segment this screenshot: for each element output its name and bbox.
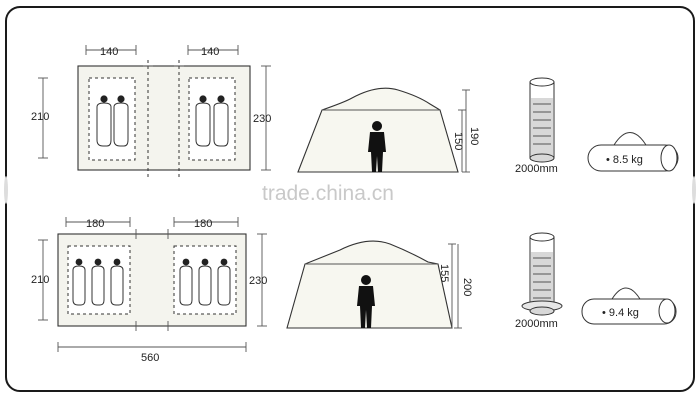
tent-1-depth-left: 210: [31, 111, 49, 123]
tent-1-water-column-icon: [529, 77, 555, 163]
tent-2-sleeper: [91, 258, 105, 306]
tent-2-side-view: [286, 240, 453, 329]
tent-2-depth-right: 230: [249, 275, 267, 287]
tent-2-weight: • 9.4 kg: [602, 307, 639, 319]
tent-2-room-width-left: 180: [86, 218, 104, 230]
tent-1-sleeper: [195, 95, 211, 147]
tent-2-carry-bag-icon: [581, 287, 677, 325]
tent-2-sleeper: [217, 258, 231, 306]
tent-1-sleeper: [96, 95, 112, 147]
tent-1-room-width-left: 140: [100, 46, 118, 58]
tent-2-water-column-icon: [521, 232, 563, 316]
tent-1-elevation: 150 190: [297, 87, 480, 173]
left-edge-mark: [4, 176, 8, 204]
tent-1-peak-height: 190: [468, 127, 480, 145]
tent-1-sleeper: [213, 95, 229, 147]
tent-2-room-width-right: 180: [194, 218, 212, 230]
tent-2-elevation: 155 200: [286, 240, 473, 329]
tent-1-depth-right: 230: [253, 113, 271, 125]
tent-2-wall-height: 155: [438, 264, 450, 282]
tent-2-hydrostatic-rating: 2000mm: [515, 318, 558, 330]
tent-2-person-silhouette: [357, 275, 375, 328]
tent-1-hydrostatic-rating: 2000mm: [515, 163, 558, 175]
tent-1-person-silhouette: [368, 121, 386, 172]
tent-1-sleeper: [113, 95, 129, 147]
tent-1-wall-height: 150: [452, 132, 464, 150]
tent-1-weight: • 8.5 kg: [606, 154, 643, 166]
tent-1-carry-bag-icon: [587, 132, 679, 172]
tent-1-floorplan: 140 140 210: [31, 45, 271, 178]
right-edge-mark: [692, 176, 696, 204]
watermark-text: trade.china.cn: [262, 182, 394, 205]
tent-2-floorplan: 180 180 210: [31, 217, 267, 364]
tent-1-room-width-right: 140: [201, 46, 219, 58]
tent-2-total-length: 560: [141, 352, 159, 364]
tent-2-sleeper: [179, 258, 193, 306]
tent-2-peak-height: 200: [461, 278, 473, 296]
tent-2-sleeper: [198, 258, 212, 306]
tent-2-sleeper: [72, 258, 86, 306]
tent-2-sleeper: [110, 258, 124, 306]
tent-2-depth-left: 210: [31, 274, 49, 286]
